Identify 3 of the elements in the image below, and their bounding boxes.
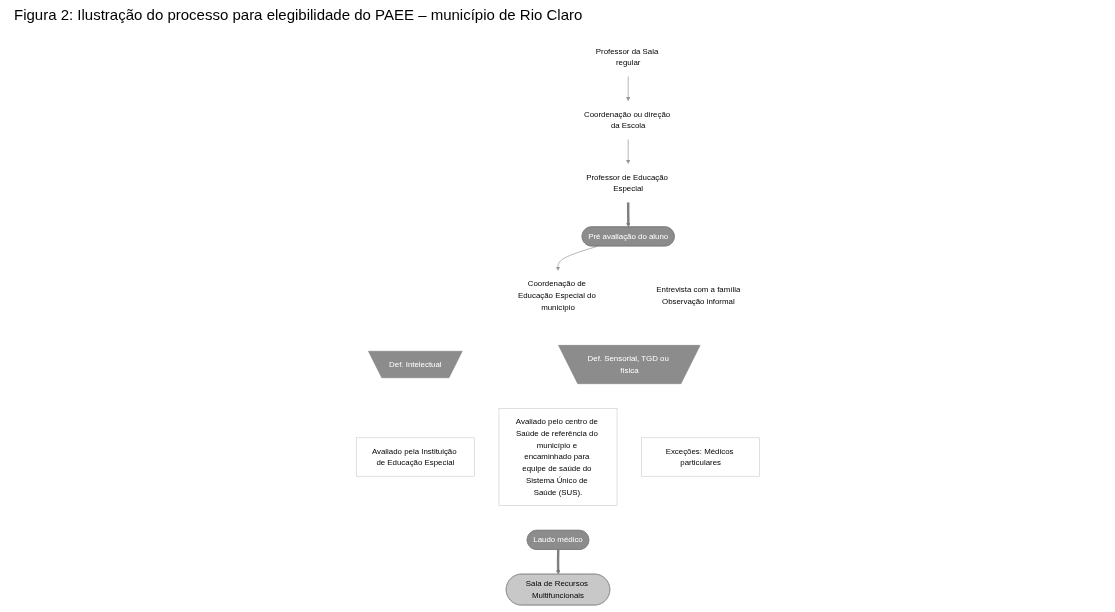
arrow: [625, 202, 630, 228]
figure-title: Figura 2: Ilustração do processo para elegibilidade do PAEE – município de Rio Claro: [13, 5, 584, 25]
arrow: [555, 549, 560, 575]
